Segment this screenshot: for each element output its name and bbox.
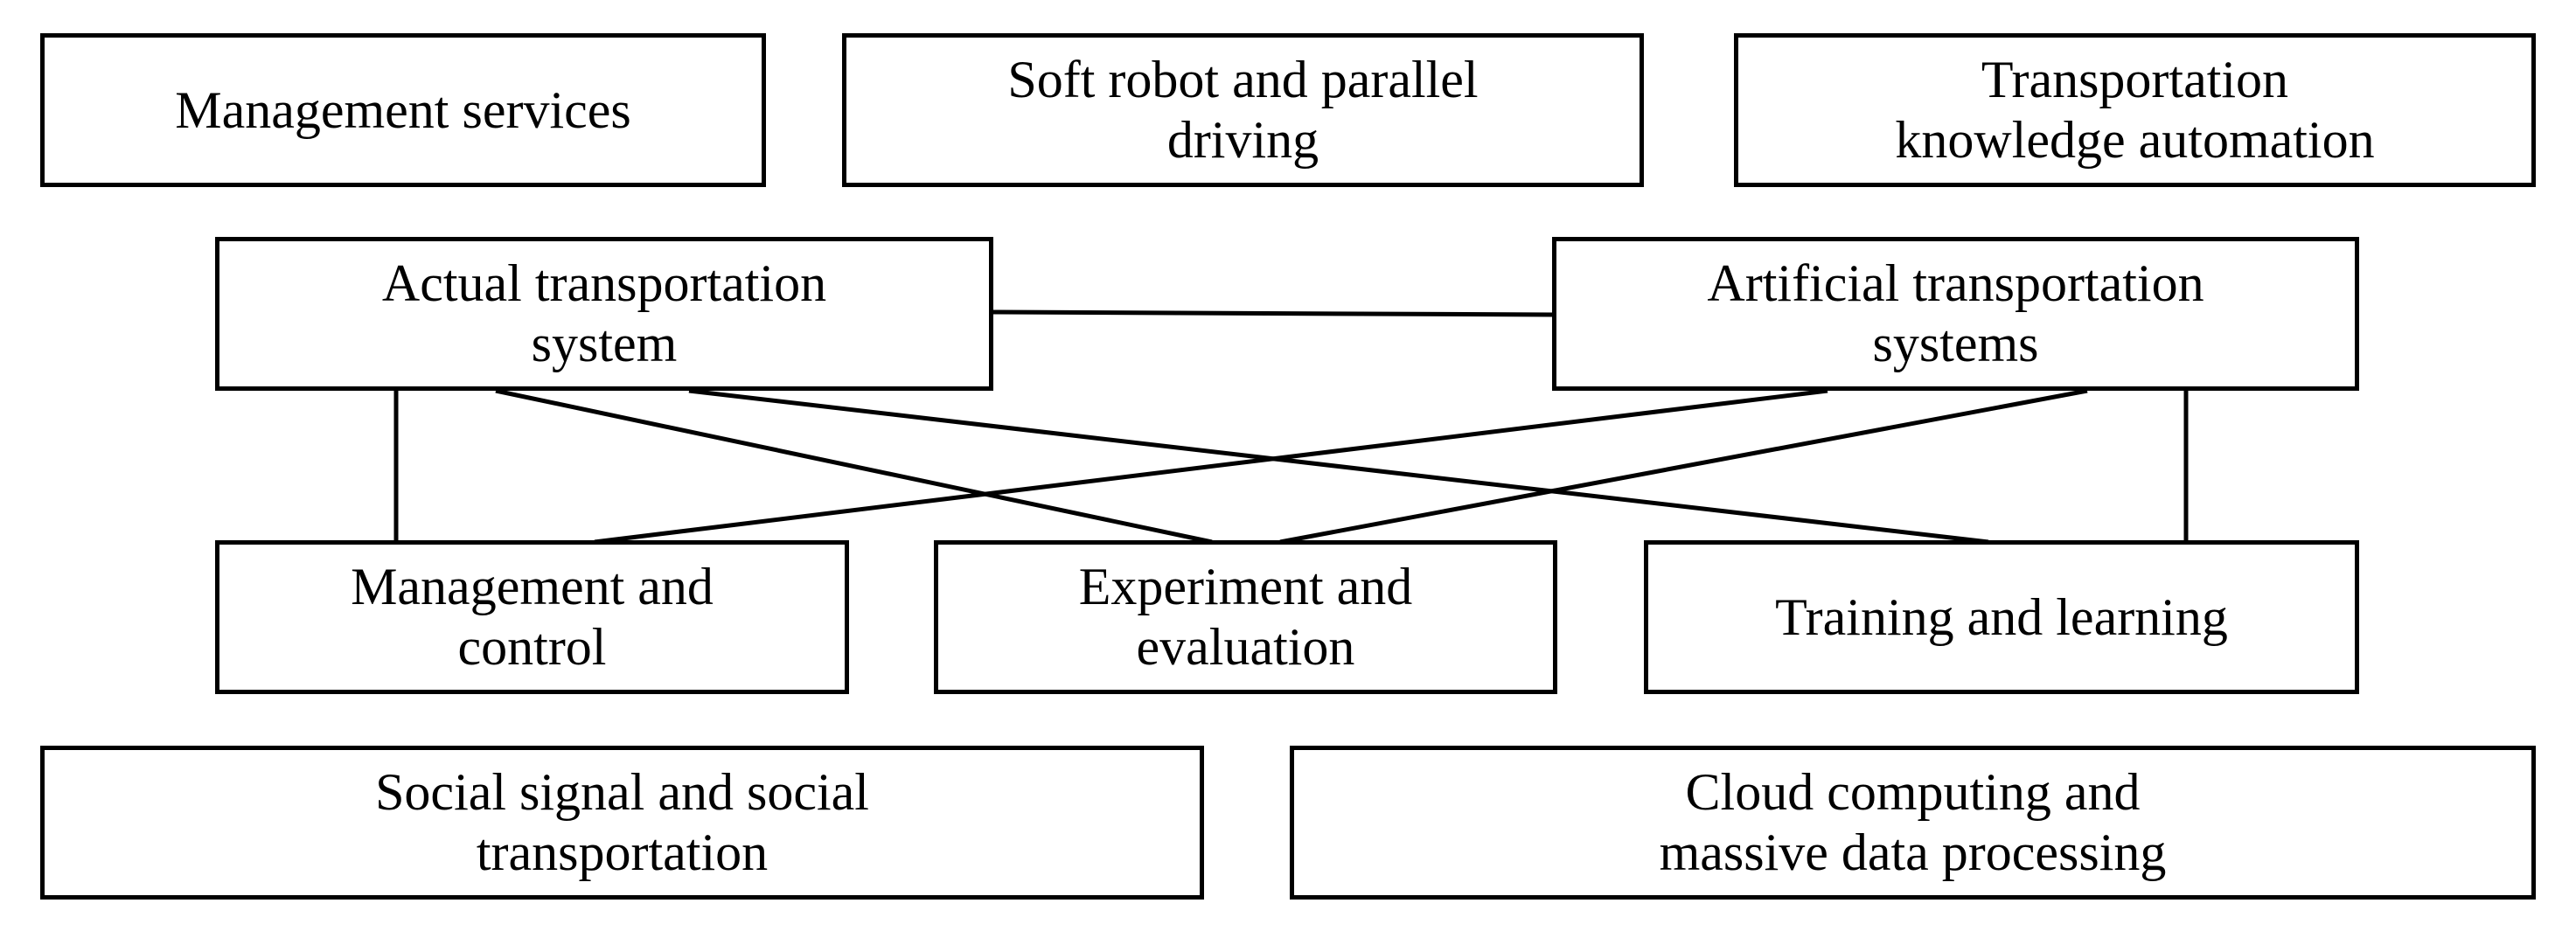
box-soft-robot-label: Soft robot and parallel driving <box>1007 51 1479 169</box>
box-cloud-computing: Cloud computing and massive data process… <box>1290 746 2536 900</box>
box-management-services: Management services <box>40 33 766 187</box>
box-knowledge-automation: Transportation knowledge automation <box>1734 33 2536 187</box>
box-training-learning-label: Training and learning <box>1775 587 2228 646</box>
box-management-control-label: Management and control <box>351 558 714 676</box>
box-cloud-computing-label: Cloud computing and massive data process… <box>1659 763 2167 881</box>
connector-actual-training <box>688 388 1989 545</box>
box-actual-transportation-system: Actual transportation system <box>215 237 993 391</box>
connector-artificial-management <box>594 388 1828 545</box>
box-management-services-label: Management services <box>175 80 631 139</box>
box-management-control: Management and control <box>215 540 849 694</box>
box-experiment-evaluation: Experiment and evaluation <box>934 540 1557 694</box>
box-soft-robot: Soft robot and parallel driving <box>842 33 1644 187</box>
box-social-signal: Social signal and social transportation <box>40 746 1204 900</box>
connector-actual-artificial <box>990 309 1556 317</box>
box-artificial-transportation-systems: Artificial transportation systems <box>1552 237 2359 391</box>
box-actual-transportation-system-label: Actual transportation system <box>381 254 827 372</box>
box-social-signal-label: Social signal and social transportation <box>375 763 869 881</box>
connector-actual-experiment <box>495 388 1213 545</box>
box-training-learning: Training and learning <box>1644 540 2359 694</box>
connector-artificial-experiment <box>1279 388 2088 545</box>
box-artificial-transportation-systems-label: Artificial transportation systems <box>1707 254 2204 372</box>
box-experiment-evaluation-label: Experiment and evaluation <box>1078 558 1413 676</box>
box-knowledge-automation-label: Transportation knowledge automation <box>1895 51 2375 169</box>
